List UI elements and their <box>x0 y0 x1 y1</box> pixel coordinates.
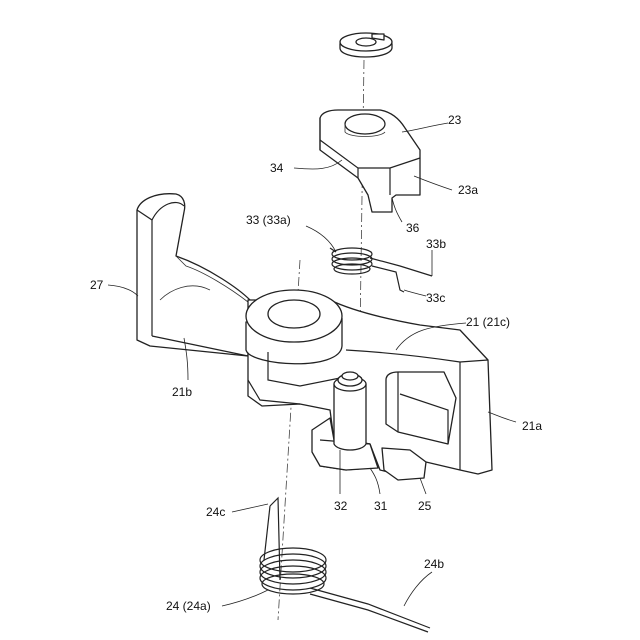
part-23-lever <box>320 110 420 212</box>
label-24c: 24c <box>206 505 225 519</box>
label-24b: 24b <box>424 557 444 571</box>
label-21b: 21b <box>172 385 192 399</box>
label-33c: 33c <box>426 291 445 305</box>
label-34: 34 <box>270 161 284 175</box>
label-27: 27 <box>90 278 104 292</box>
c-ring-washer <box>340 33 392 57</box>
label-23: 23 <box>448 113 462 127</box>
label-33b: 33b <box>426 237 446 251</box>
label-36: 36 <box>406 221 420 235</box>
label-31: 31 <box>374 499 388 513</box>
spring-33 <box>330 248 432 292</box>
spring-24 <box>260 498 430 632</box>
label-24: 24 (24a) <box>166 599 211 613</box>
label-23a: 23a <box>458 183 478 197</box>
label-21a: 21a <box>522 419 542 433</box>
label-25: 25 <box>418 499 432 513</box>
label-32: 32 <box>334 499 348 513</box>
label-33: 33 (33a) <box>246 213 291 227</box>
label-21: 21 (21c) <box>466 315 510 329</box>
